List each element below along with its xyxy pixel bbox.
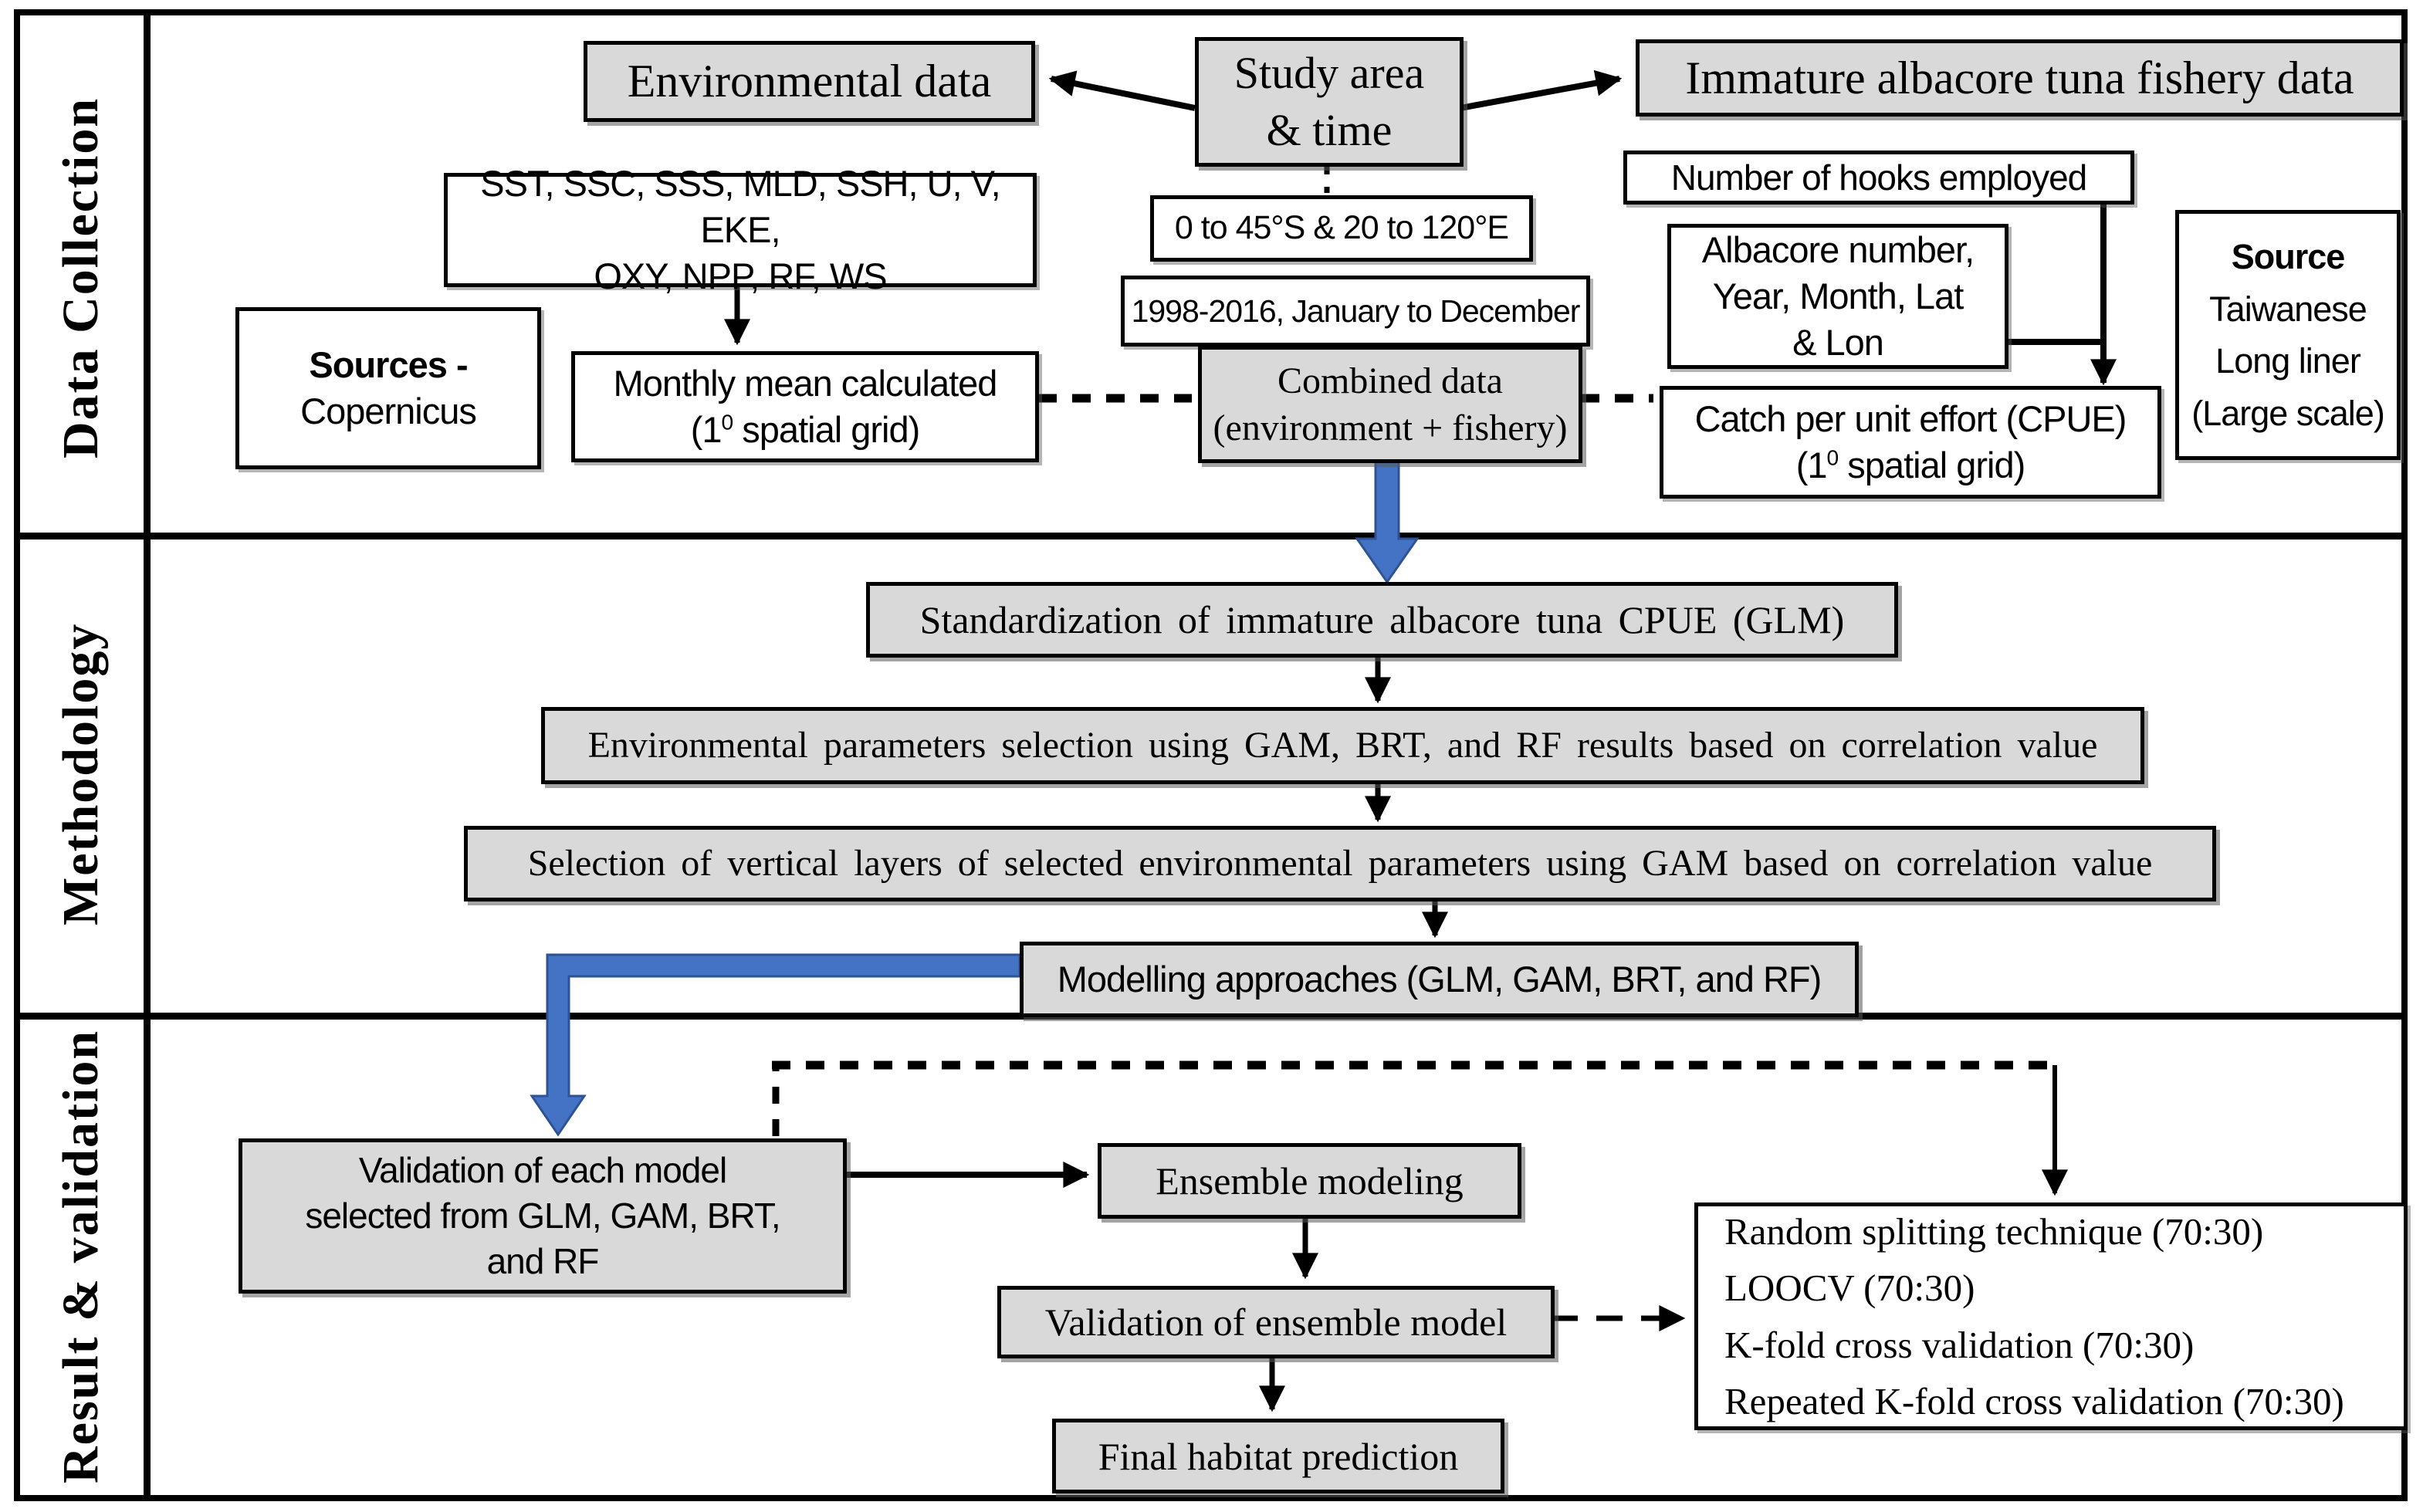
box-combined-line2: (environment + fishery) (1213, 408, 1568, 448)
box-sst-line1: SST, SSC, SSS, MLD, SSH, U, V, EKE, (480, 162, 1001, 250)
box-standardization: Standardization of immature albacore tun… (866, 582, 1898, 658)
box-study-period-text: 1998-2016, January to December (1131, 293, 1581, 329)
outer-frame (14, 9, 2408, 1501)
box-fishery-data-text: Immature albacore tuna fishery data (1685, 52, 2354, 103)
section-divider-1 (14, 533, 2408, 540)
box-env-param-selection-text: Environmental parameters selection using… (587, 725, 2098, 766)
box-validation-each-line3: and RF (486, 1240, 600, 1281)
box-validation-each-model: Validation of each model selected from G… (239, 1138, 847, 1294)
box-standardization-text: Standardization of immature albacore tun… (919, 598, 1845, 641)
box-final-habitat-prediction-text: Final habitat prediction (1098, 1434, 1459, 1478)
section-label-results: Result & validation (52, 1029, 109, 1484)
box-albacore-line3: & Lon (1792, 322, 1884, 364)
box-source-label: Source (2231, 237, 2346, 276)
box-random-splitting-line4: Repeated K-fold cross validation (70:30) (1724, 1380, 2344, 1422)
box-validation-each-line1: Validation of each model (358, 1150, 727, 1191)
box-monthly-mean: Monthly mean calculated (10 spatial grid… (571, 351, 1039, 462)
box-study-area-line1: Study area (1233, 47, 1425, 98)
box-modelling-approaches: Modelling approaches (GLM, GAM, BRT, and… (1020, 942, 1859, 1017)
box-source-line2: Long liner (2215, 341, 2361, 381)
box-validation-ensemble: Validation of ensemble model (997, 1286, 1555, 1358)
box-random-splitting: Random splitting technique (70:30) LOOCV… (1694, 1202, 2408, 1430)
box-monthly-mean-line1: Monthly mean calculated (613, 362, 998, 404)
grid-suffix: spatial grid) (1838, 445, 2025, 485)
box-study-area-line2: & time (1266, 105, 1393, 155)
box-cpue-line1: Catch per unit effort (CPUE) (1694, 397, 2127, 439)
box-study-area: Study area & time (1195, 37, 1464, 167)
box-final-habitat-prediction: Final habitat prediction (1052, 1419, 1504, 1493)
box-albacore-line1: Albacore number, (1701, 228, 1975, 270)
box-monthly-mean-line2: (10 spatial grid) (690, 407, 920, 453)
box-vertical-layers-text: Selection of vertical layers of selected… (527, 843, 2153, 885)
box-modelling-approaches-text: Modelling approaches (GLM, GAM, BRT, and… (1057, 958, 1822, 1000)
box-combined-line1: Combined data (1277, 360, 1503, 401)
grid-prefix: (1 (1795, 445, 1828, 485)
box-source-line3: (Large scale) (2191, 393, 2385, 433)
grid-suffix: spatial grid) (733, 409, 920, 450)
box-ensemble-modeling: Ensemble modeling (1098, 1143, 1521, 1219)
box-sources-copernicus: Sources - Copernicus (235, 307, 541, 469)
box-vertical-layers: Selection of vertical layers of selected… (464, 826, 2216, 901)
box-source-line1: Taiwanese (2209, 289, 2367, 329)
box-source-taiwanese: Source Taiwanese Long liner (Large scale… (2175, 210, 2401, 460)
grid-prefix: (1 (690, 409, 723, 450)
box-sources-label: Sources - (309, 343, 468, 385)
section-label-methodology: Methodology (52, 622, 109, 925)
box-study-coordinates-text: 0 to 45°S & 20 to 120°E (1174, 209, 1509, 247)
box-number-of-hooks: Number of hooks employed (1623, 151, 2134, 205)
box-cpue-line2: (10 spatial grid) (1796, 442, 2025, 489)
box-environmental-data-text: Environmental data (627, 56, 992, 107)
box-study-period: 1998-2016, January to December (1121, 276, 1590, 347)
box-cpue: Catch per unit effort (CPUE) (10 spatial… (1660, 386, 2161, 499)
box-albacore-line2: Year, Month, Lat (1712, 275, 1964, 316)
box-validation-each-line2: selected from GLM, GAM, BRT, (305, 1196, 780, 1236)
box-random-splitting-line3: K-fold cross validation (70:30) (1724, 1323, 2195, 1366)
grid-sup: 0 (1826, 445, 1839, 470)
box-environmental-data: Environmental data (584, 41, 1035, 122)
box-albacore-number: Albacore number, Year, Month, Lat & Lon (1667, 224, 2008, 369)
box-env-param-selection: Environmental parameters selection using… (541, 707, 2144, 784)
box-sst-parameters: SST, SSC, SSS, MLD, SSH, U, V, EKE, OXY,… (444, 163, 1037, 296)
box-random-splitting-line1: Random splitting technique (70:30) (1724, 1209, 2264, 1253)
box-validation-ensemble-text: Validation of ensemble model (1044, 1301, 1508, 1344)
box-study-coordinates: 0 to 45°S & 20 to 120°E (1150, 195, 1533, 262)
box-random-splitting-line2: LOOCV (70:30) (1724, 1267, 1975, 1309)
section-label-data-collection: Data Collection (52, 96, 109, 459)
box-number-of-hooks-text: Number of hooks employed (1670, 157, 2088, 198)
box-ensemble-modeling-text: Ensemble modeling (1156, 1159, 1464, 1202)
box-sst-line2: OXY, NPP, RF, WS (594, 255, 887, 297)
box-sources-value: Copernicus (300, 391, 477, 431)
box-combined-data: Combined data (environment + fishery) (1198, 346, 1582, 463)
label-column-divider (144, 9, 151, 1501)
box-fishery-data: Immature albacore tuna fishery data (1636, 39, 2404, 117)
grid-sup: 0 (721, 409, 734, 435)
